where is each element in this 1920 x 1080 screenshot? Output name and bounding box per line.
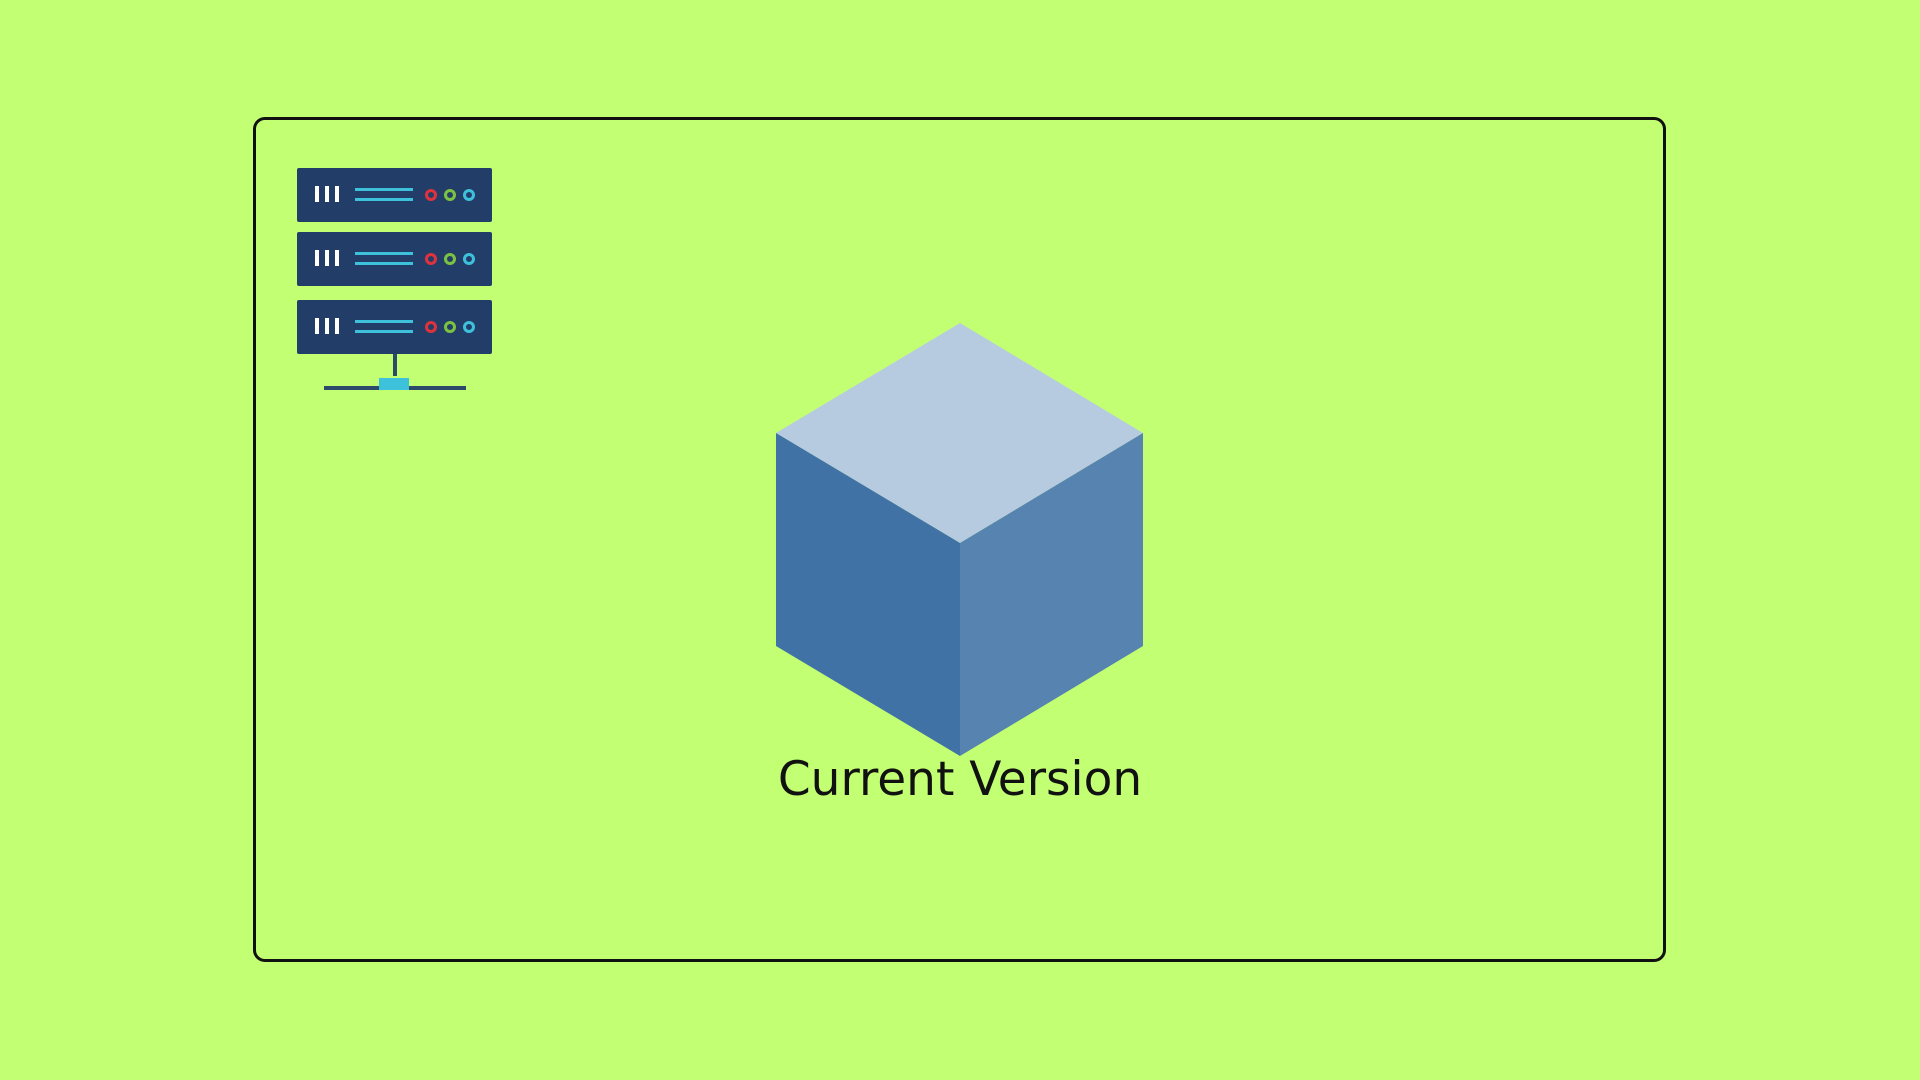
cube-right-face <box>960 433 1143 756</box>
diagram-frame <box>253 117 1666 962</box>
server-stand <box>324 354 466 390</box>
server-unit <box>297 232 492 286</box>
cube-top-face <box>776 323 1143 543</box>
server-unit <box>297 300 492 354</box>
cube-icon <box>776 323 1143 756</box>
server-rack-icon <box>297 168 492 390</box>
cube-label: Current Version <box>777 752 1143 807</box>
server-unit <box>297 168 492 222</box>
cube-left-face <box>776 433 960 756</box>
